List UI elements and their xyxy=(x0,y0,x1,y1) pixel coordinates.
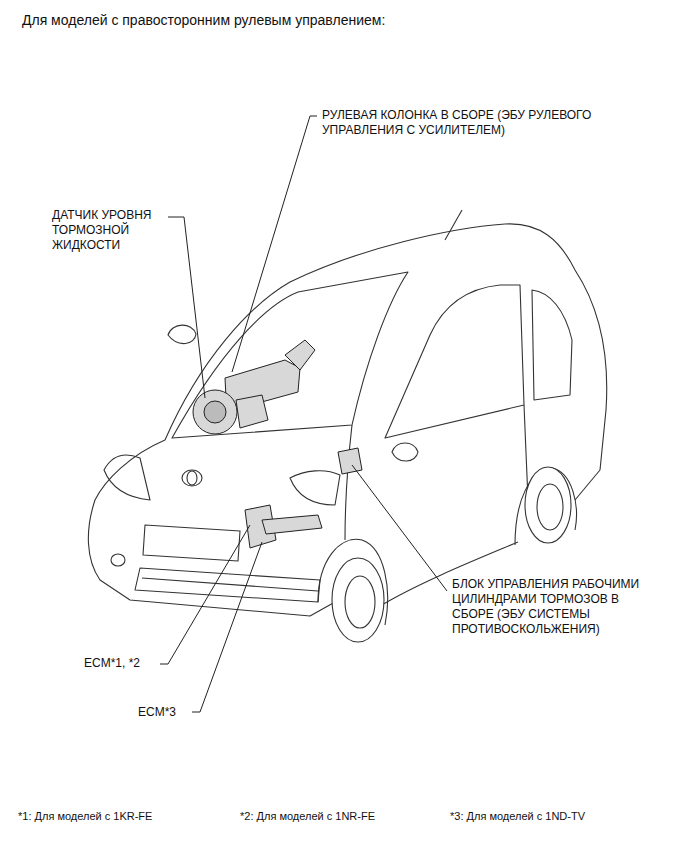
part-label: РУЛЕВАЯ КОЛОНКА В СБОРЕ (ЭБУ РУЛЕВОГО УП… xyxy=(322,108,652,138)
footnote: *3: Для моделей с 1ND-TV xyxy=(450,809,585,823)
part-label: БЛОК УПРАВЛЕНИЯ РАБОЧИМИ ЦИЛИНДРАМИ ТОРМ… xyxy=(452,577,642,637)
part-label: ДАТЧИК УРОВНЯ ТОРМОЗНОЙ ЖИДКОСТИ xyxy=(52,208,172,253)
footnote: *2: Для моделей с 1NR-FE xyxy=(240,809,375,823)
part-label: ECM*1, *2 xyxy=(84,656,140,671)
part-label: ECM*3 xyxy=(138,705,176,720)
diagram-title: Для моделей с правосторонним рулевым упр… xyxy=(22,12,385,29)
footnote: *1: Для моделей с 1KR-FE xyxy=(18,809,152,823)
